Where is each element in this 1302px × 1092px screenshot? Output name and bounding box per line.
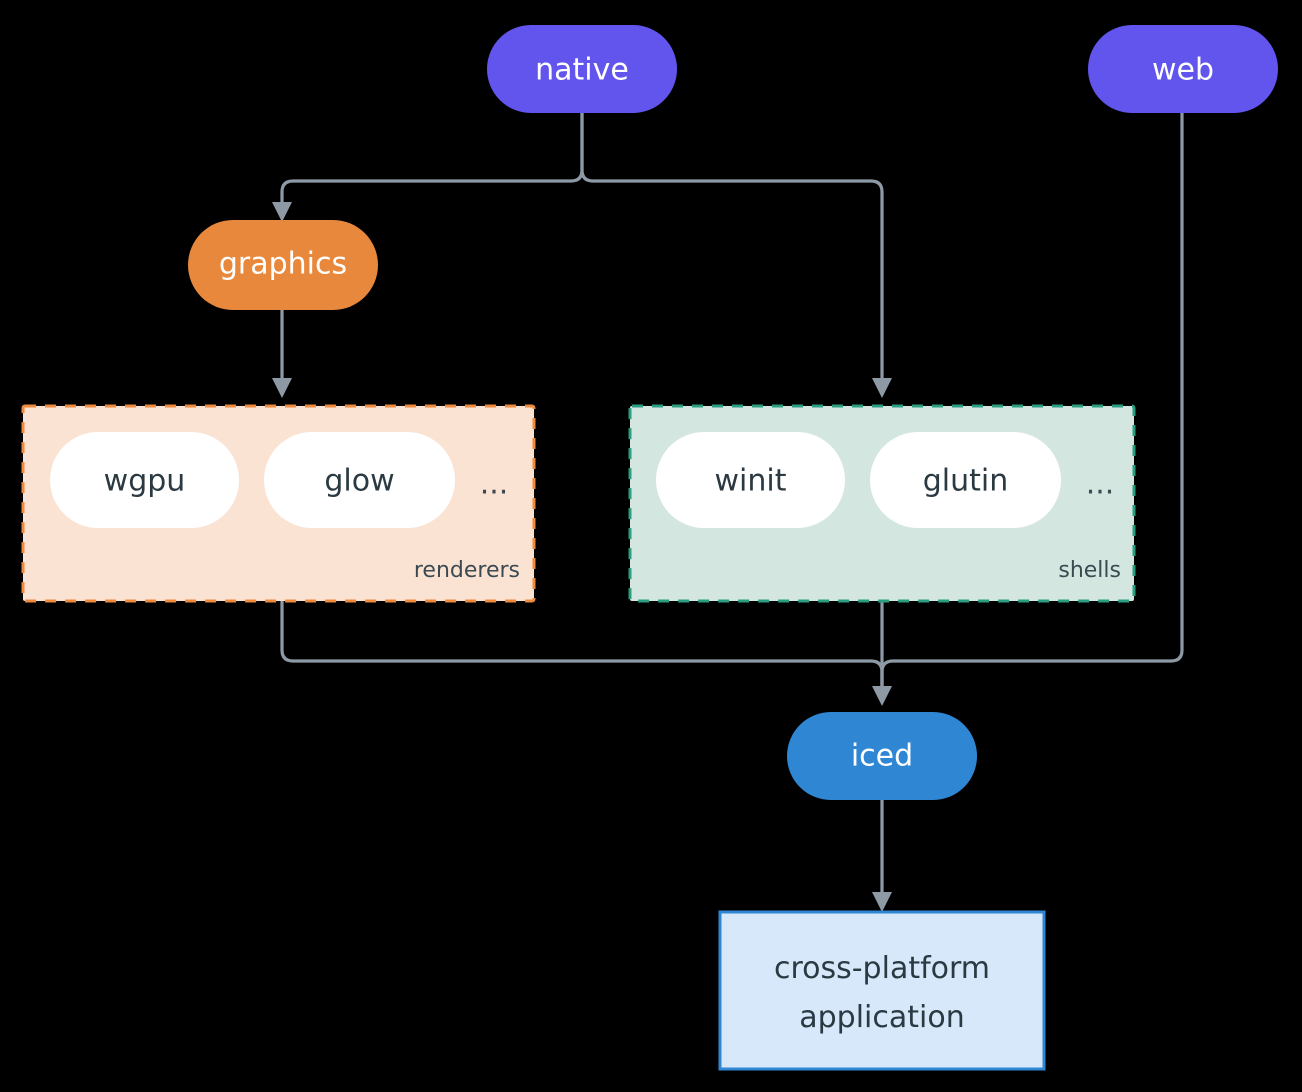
renderer-item-wgpu-label: wgpu [104,464,186,499]
edge-native-split [280,112,584,208]
edge-iced-to-application-arrowhead [872,892,892,912]
node-graphics[interactable]: graphics [188,220,378,310]
node-native[interactable]: native [487,25,677,113]
group-shells: winit glutin ... shells [628,404,1136,603]
node-web-label: web [1152,53,1214,88]
node-graphics-shape[interactable] [188,220,378,310]
edge-native-to-graphics-arrowhead [272,202,292,222]
edge-native-to-shells-arrowhead [872,378,892,398]
node-iced[interactable]: iced [787,712,977,800]
group-renderers: wgpu glow ... renderers [21,404,536,603]
node-native-label: native [535,53,629,88]
edge-to-iced-arrowhead [872,686,892,706]
node-native-shape[interactable] [487,25,677,113]
group-renderers-caption: renderers [414,558,520,583]
renderer-item-wgpu[interactable] [50,432,239,528]
shells-overflow-ellipsis: ... [1086,467,1115,502]
node-web-shape[interactable] [1088,25,1278,113]
renderer-item-glow[interactable] [264,432,455,528]
node-iced-label: iced [851,739,913,774]
node-application[interactable]: cross-platform application [718,910,1046,1071]
node-application-label-line-1: cross-platform [774,951,990,986]
shell-item-winit-label: winit [715,464,787,499]
renderers-overflow-ellipsis: ... [480,467,509,502]
node-graphics-label: graphics [219,247,347,282]
group-shells-caption: shells [1058,558,1121,583]
edge-graphics-to-renderers-arrowhead [272,378,292,398]
shell-item-glutin-label: glutin [923,464,1009,499]
node-web[interactable]: web [1088,25,1278,113]
shell-item-glutin[interactable] [870,432,1061,528]
renderer-item-glow-label: glow [324,464,394,499]
node-application-shape[interactable] [718,910,1046,1071]
node-application-label-line-2: application [799,1000,964,1035]
node-iced-shape[interactable] [787,712,977,800]
edge-layer [272,112,1184,912]
edge-renderers-to-iced [280,601,884,690]
edge-web-to-iced [880,112,1184,690]
edge-native-to-shells [580,112,884,382]
shell-item-winit[interactable] [656,432,845,528]
